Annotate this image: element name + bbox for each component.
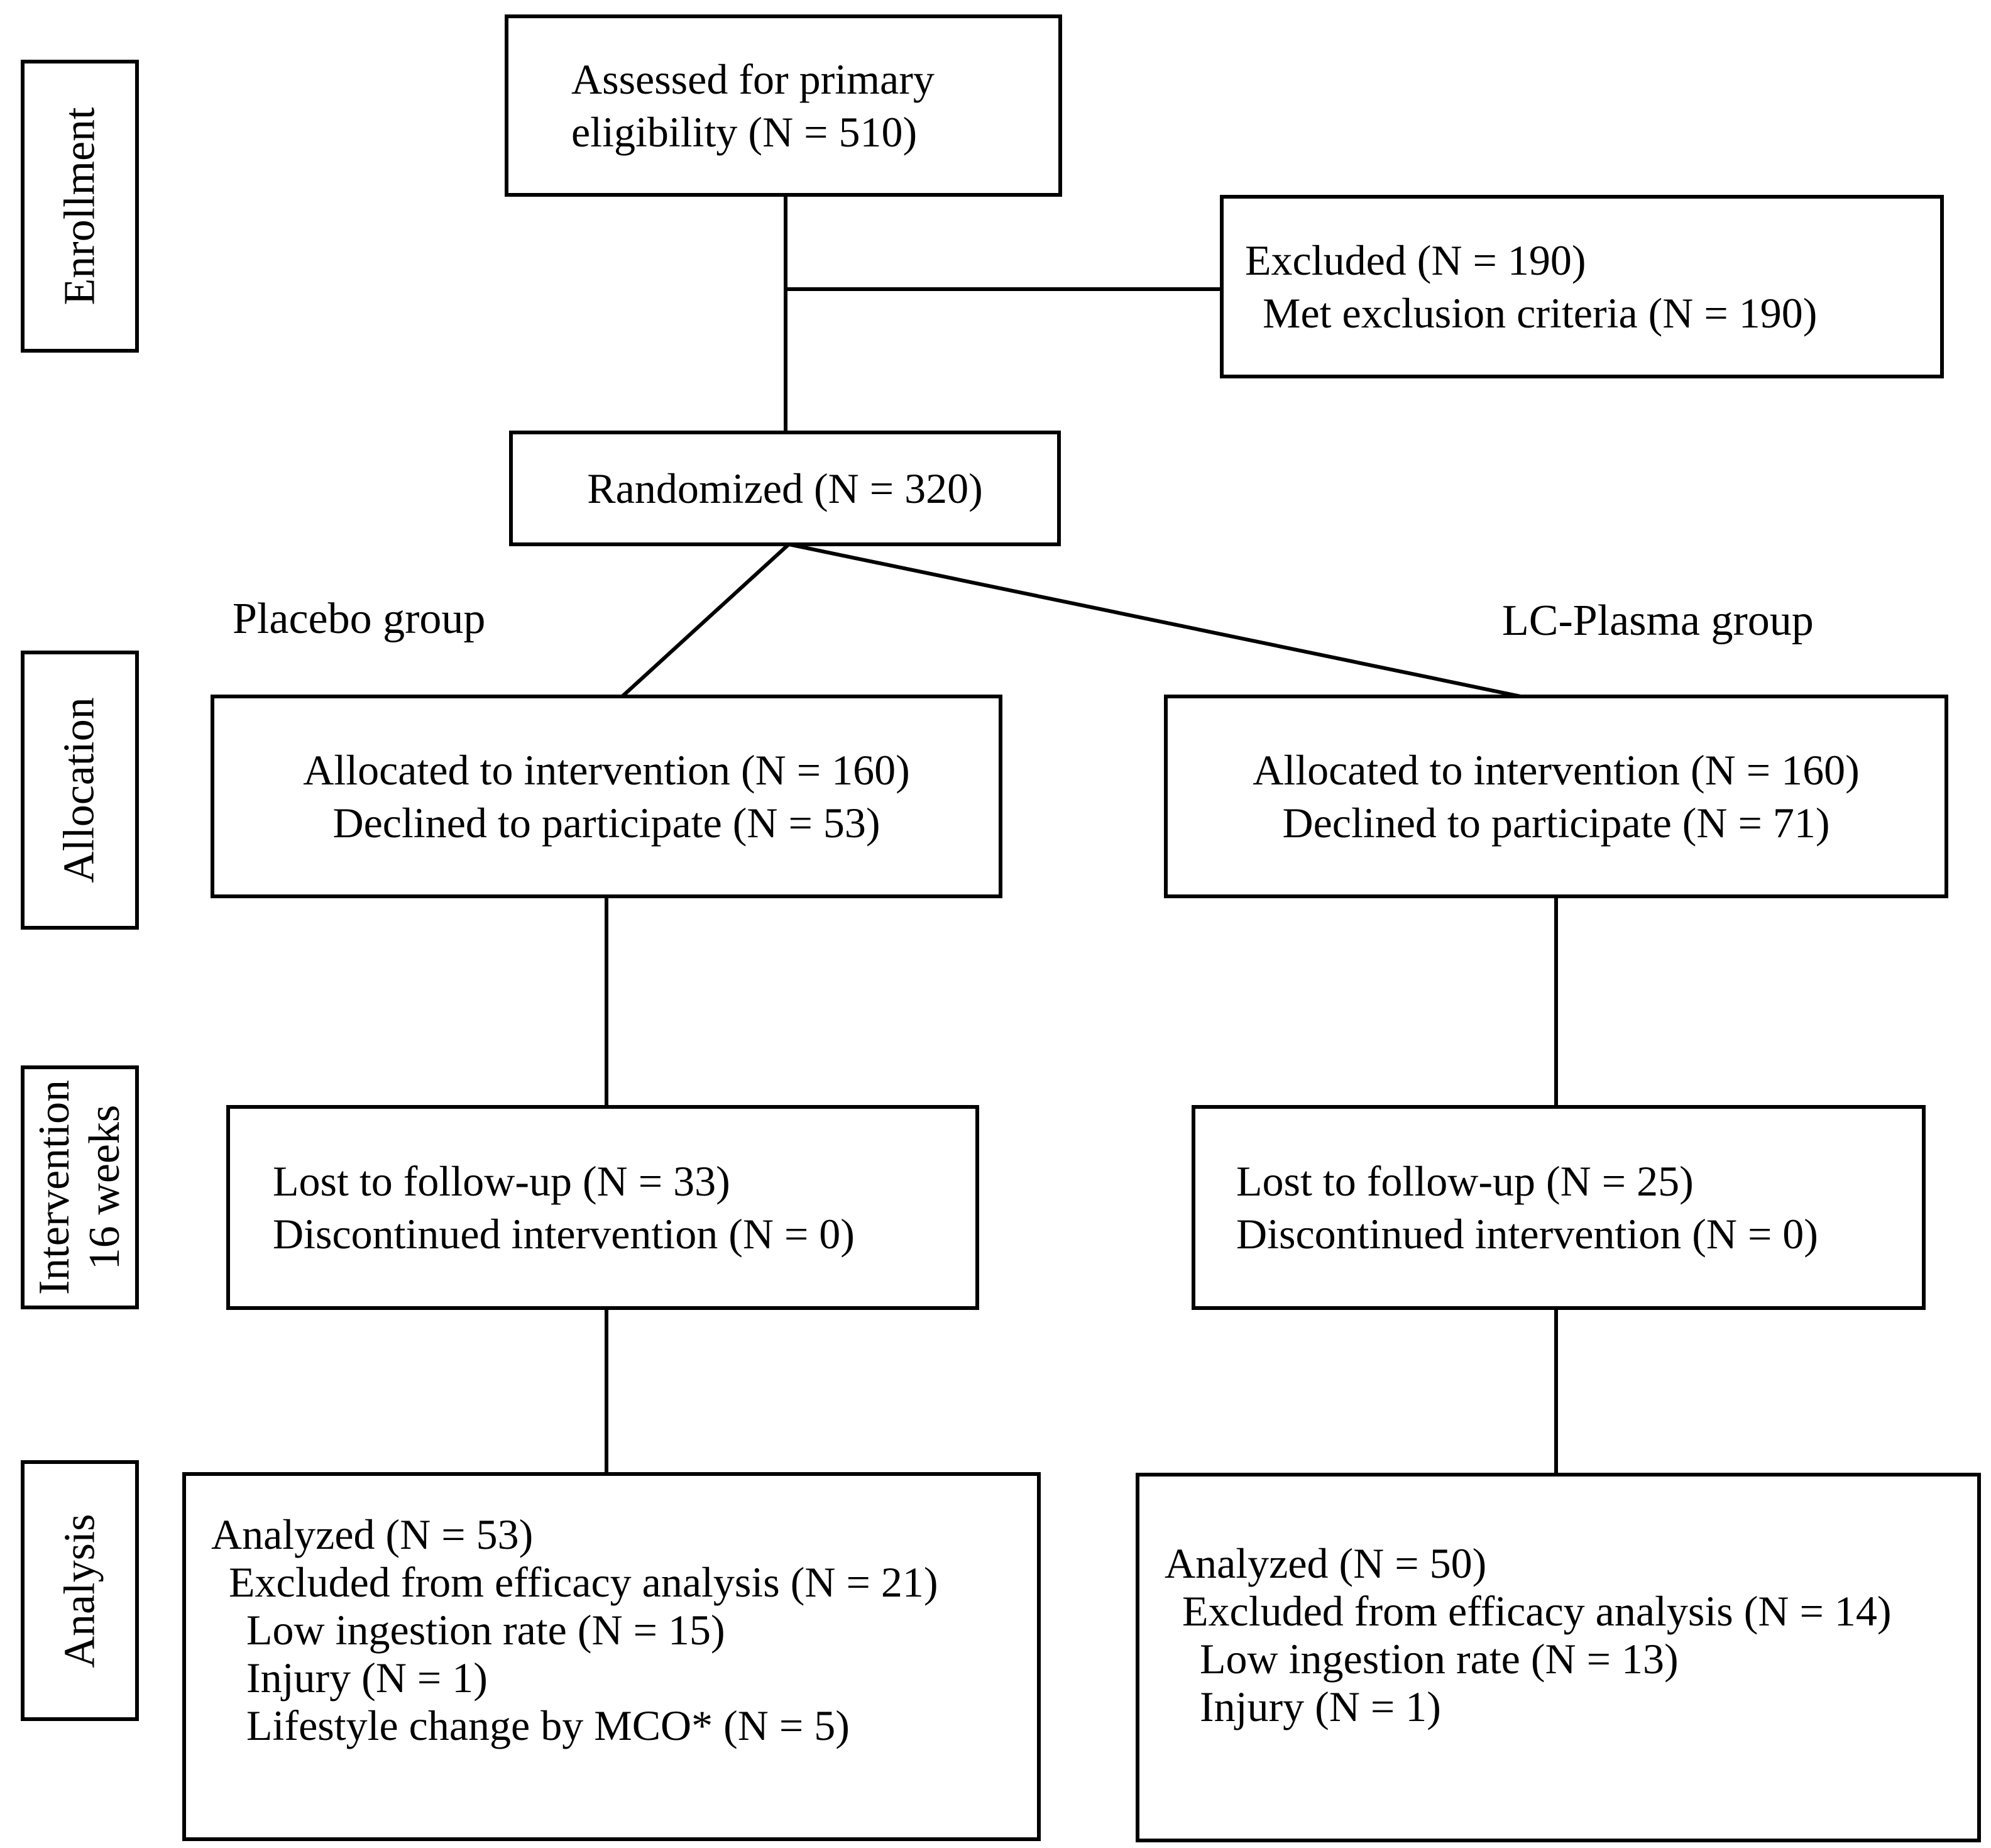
stage-label-enrollment-text: Enrollment xyxy=(55,107,104,305)
interv-left-line2: Discontinued intervention (N = 0) xyxy=(273,1210,855,1258)
randomized-line1: Randomized (N = 320) xyxy=(587,465,983,512)
box-analysis-lcplasma: Analyzed (N = 50) Excluded from efficacy… xyxy=(1136,1473,1981,1842)
analysis-left-line1: Analyzed (N = 53) xyxy=(211,1510,534,1558)
stage-label-intervention-line1: Intervention xyxy=(30,1079,79,1295)
box-intervention-lcplasma: Lost to follow-up (N = 25) Discontinued … xyxy=(1192,1105,1926,1310)
stage-label-intervention-text: Intervention 16 weeks xyxy=(30,1080,130,1295)
interv-right-line1: Lost to follow-up (N = 25) xyxy=(1236,1157,1694,1205)
excluded-line1: Excluded (N = 190) xyxy=(1245,236,1586,284)
analysis-left-line3: Low ingestion rate (N = 15) xyxy=(246,1606,725,1654)
stage-label-enrollment: Enrollment xyxy=(21,60,139,353)
interv-left-line1: Lost to follow-up (N = 33) xyxy=(273,1157,730,1205)
assessed-line2: eligibility (N = 510) xyxy=(571,108,918,156)
excluded-line2: Met exclusion criteria (N = 190) xyxy=(1263,289,1818,337)
box-allocation-lcplasma: Allocated to intervention (N = 160) Decl… xyxy=(1164,695,1948,898)
stage-label-intervention: Intervention 16 weeks xyxy=(21,1065,139,1309)
box-randomized: Randomized (N = 320) xyxy=(509,431,1061,546)
stage-label-intervention-line2: 16 weeks xyxy=(80,1104,129,1270)
stage-label-allocation: Allocation xyxy=(21,651,139,930)
alloc-left-line1: Allocated to intervention (N = 160) xyxy=(303,746,910,794)
label-placebo-group: Placebo group xyxy=(233,595,486,643)
interv-right-line2: Discontinued intervention (N = 0) xyxy=(1236,1210,1818,1258)
connector-randomized-to-lcplasma xyxy=(788,542,1522,698)
connector-randomized-to-placebo xyxy=(620,542,791,698)
analysis-left-line4: Injury (N = 1) xyxy=(246,1654,488,1702)
stage-label-analysis-text: Analysis xyxy=(55,1514,104,1668)
alloc-left-line2: Declined to participate (N = 53) xyxy=(332,799,880,847)
label-lcplasma-group: LC-Plasma group xyxy=(1502,597,1814,645)
box-intervention-placebo: Lost to follow-up (N = 33) Discontinued … xyxy=(226,1105,979,1310)
analysis-left-line5: Lifestyle change by MCO* (N = 5) xyxy=(246,1702,850,1749)
assessed-line1: Assessed for primary xyxy=(571,55,935,103)
analysis-left-line2: Excluded from efficacy analysis (N = 21) xyxy=(229,1558,938,1606)
box-assessed-eligibility: Assessed for primary eligibility (N = 51… xyxy=(505,14,1062,197)
box-analysis-placebo: Analyzed (N = 53) Excluded from efficacy… xyxy=(182,1472,1041,1841)
alloc-right-line1: Allocated to intervention (N = 160) xyxy=(1253,746,1860,794)
box-allocation-placebo: Allocated to intervention (N = 160) Decl… xyxy=(211,695,1002,898)
alloc-right-line2: Declined to participate (N = 71) xyxy=(1282,799,1830,847)
analysis-right-line2: Excluded from efficacy analysis (N = 14) xyxy=(1182,1587,1892,1635)
analysis-right-line4: Injury (N = 1) xyxy=(1200,1683,1441,1730)
analysis-right-line1: Analyzed (N = 50) xyxy=(1165,1539,1487,1587)
box-excluded: Excluded (N = 190) Met exclusion criteri… xyxy=(1220,195,1944,378)
stage-label-analysis: Analysis xyxy=(21,1460,139,1721)
stage-label-allocation-text: Allocation xyxy=(55,697,104,883)
analysis-right-line3: Low ingestion rate (N = 13) xyxy=(1200,1635,1679,1683)
